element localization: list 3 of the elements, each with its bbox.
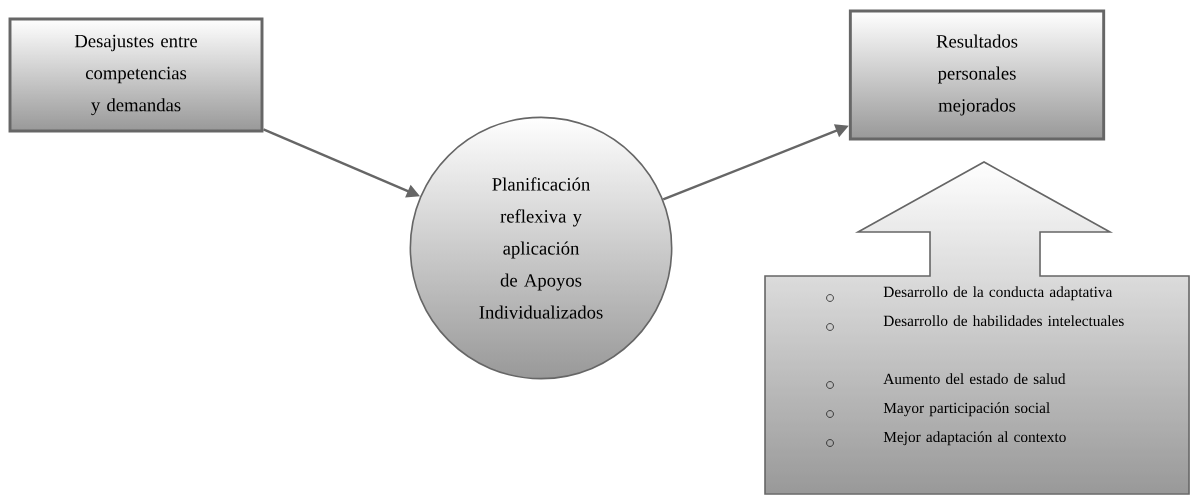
process-box: Desajustes entre competencias y demandas xyxy=(8,17,264,133)
arrow-callout-box: Desarrollo de la conducta adaptativa Desarrollo de habilidades intelectuales Aumento del estado de salud Mayor participación social Mejor adaptación al contexto xyxy=(764,161,1190,495)
process-box: Resultados personales mejorados xyxy=(848,9,1106,141)
